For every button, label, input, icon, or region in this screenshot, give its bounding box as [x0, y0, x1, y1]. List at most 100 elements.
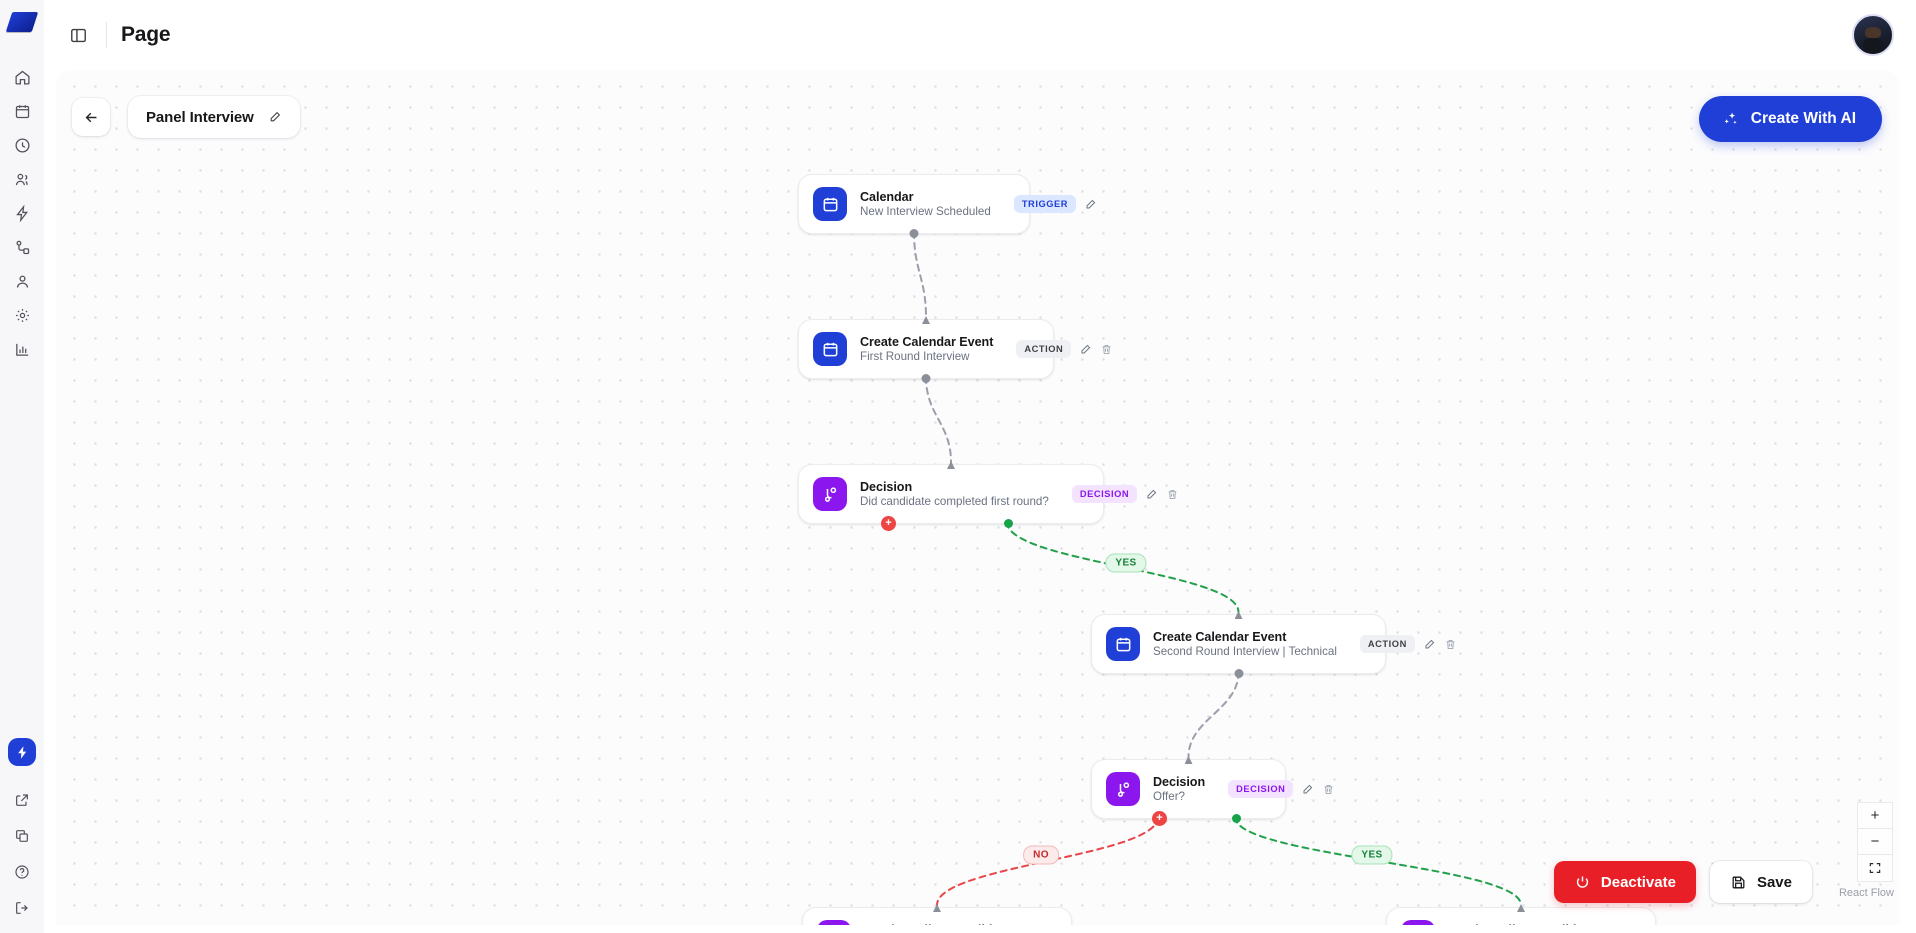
- node-target-handle[interactable]: [1234, 611, 1243, 619]
- back-button[interactable]: [72, 98, 110, 136]
- node-type-badge: DECISION: [1071, 485, 1138, 503]
- topbar-right: [1852, 14, 1894, 56]
- save-button[interactable]: Save: [1709, 861, 1812, 903]
- node-delete-button[interactable]: [1444, 638, 1457, 651]
- node-title: Send Email to Candidate: [1448, 923, 1595, 925]
- react-flow-attribution[interactable]: React Flow: [1838, 887, 1894, 899]
- edge-label: NO: [1023, 845, 1059, 865]
- workflow-edge[interactable]: [1006, 521, 1240, 613]
- node-target-handle[interactable]: [922, 316, 930, 324]
- node-subtitle: First Round Interview: [860, 350, 970, 363]
- flow-name-chip[interactable]: Panel Interview: [128, 96, 300, 138]
- decision-icon: [1117, 781, 1129, 797]
- node-edit-button[interactable]: [1301, 783, 1314, 796]
- logo-mark: [5, 12, 39, 32]
- node-source-handle[interactable]: [921, 374, 931, 383]
- node-target-handle[interactable]: [1184, 756, 1193, 764]
- home-icon: [14, 70, 30, 85]
- zoom-out-button[interactable]: −: [1858, 829, 1892, 855]
- sidebar-item-profile[interactable]: [4, 264, 40, 298]
- sidebar-item-home[interactable]: [4, 60, 40, 94]
- sidebar-item-workflows[interactable]: [4, 230, 40, 264]
- node-source-handle[interactable]: [1234, 669, 1243, 678]
- sidebar-item-automations[interactable]: [4, 196, 40, 230]
- quick-action-chip[interactable]: [8, 738, 36, 766]
- node-type-badge: ACTION: [1016, 340, 1072, 358]
- fit-view-button[interactable]: [1858, 855, 1892, 881]
- sidebar-item-open-external[interactable]: [4, 783, 40, 817]
- bottom-action-bar: Deactivate Save: [1553, 861, 1812, 903]
- sidebar-item-calendar[interactable]: [4, 94, 40, 128]
- trash-icon: [1325, 784, 1333, 794]
- workflow-edge[interactable]: [1187, 671, 1240, 758]
- app-logo[interactable]: [0, 0, 44, 44]
- clock-icon: [14, 137, 30, 153]
- create-with-ai-button[interactable]: Create With AI: [1698, 96, 1882, 142]
- node-delete-button[interactable]: [1322, 783, 1335, 796]
- trash-icon: [1168, 489, 1177, 499]
- node-delete-button[interactable]: [1166, 488, 1179, 501]
- node-false-handle[interactable]: +: [881, 516, 896, 531]
- copy-icon: [16, 830, 28, 842]
- trash-icon: [1102, 344, 1111, 354]
- node-actions: ACTION: [1359, 635, 1457, 653]
- workflow-edge[interactable]: [913, 231, 927, 318]
- node-false-handle[interactable]: +: [1152, 811, 1167, 826]
- panel-left-toggle[interactable]: [64, 21, 92, 49]
- node-actions: TRIGGER: [1013, 195, 1097, 213]
- node-type-badge: ACTION: [1359, 635, 1415, 653]
- edge-label: YES: [1105, 553, 1147, 573]
- calendar-icon: [823, 342, 837, 356]
- mail-icon-badge: [1401, 920, 1435, 925]
- node-title: Decision: [860, 480, 913, 494]
- pencil-icon: [1081, 344, 1091, 354]
- sidebar-item-history[interactable]: [4, 128, 40, 162]
- node-true-handle[interactable]: [1004, 519, 1013, 528]
- sidebar-item-analytics[interactable]: [4, 332, 40, 366]
- save-label: Save: [1756, 873, 1792, 891]
- node-edit-button[interactable]: [1145, 488, 1158, 501]
- user-avatar[interactable]: [1852, 14, 1894, 56]
- workflow-edge[interactable]: [925, 376, 952, 463]
- sidebar-item-duplicate[interactable]: [4, 819, 40, 853]
- pencil-icon: [270, 111, 280, 122]
- sidebar-item-settings[interactable]: [4, 298, 40, 332]
- node-edit-button[interactable]: [1423, 638, 1436, 651]
- sidebar-item-candidates[interactable]: [4, 162, 40, 196]
- node-target-handle[interactable]: [1517, 904, 1525, 912]
- zoom-controls: + −: [1858, 803, 1892, 881]
- zoom-in-button[interactable]: +: [1858, 803, 1892, 829]
- node-title: Send Email to Candidate: [864, 923, 1011, 925]
- node-target-handle[interactable]: [947, 461, 955, 469]
- node-edit-button[interactable]: [1084, 198, 1097, 211]
- node-actions: DECISION: [1071, 485, 1179, 503]
- node-source-handle[interactable]: [909, 229, 919, 238]
- deactivate-button[interactable]: Deactivate: [1553, 861, 1696, 903]
- topbar-divider: [106, 22, 107, 48]
- sidebar-item-quick-action[interactable]: [4, 735, 40, 769]
- node-true-handle[interactable]: [1232, 814, 1241, 823]
- arrow-left-icon: [85, 112, 96, 122]
- flow-name-edit-button[interactable]: [268, 110, 282, 124]
- node-edit-button[interactable]: [1079, 343, 1092, 356]
- sidebar-item-help[interactable]: [4, 855, 40, 889]
- workflow-node[interactable]: Send Email to CandidateSend Offer to Can…: [1386, 904, 1656, 925]
- workflow-node[interactable]: Send Email to CandidateRejectionACTION: [802, 904, 1072, 925]
- sidebar-item-logout[interactable]: [4, 891, 40, 925]
- help-circle-icon: [15, 865, 29, 879]
- node-type-badge: TRIGGER: [1013, 195, 1077, 213]
- power-icon: [1576, 875, 1589, 888]
- node-delete-button[interactable]: [1100, 343, 1113, 356]
- node-target-handle[interactable]: [933, 904, 941, 912]
- panel-left-icon: [70, 28, 86, 42]
